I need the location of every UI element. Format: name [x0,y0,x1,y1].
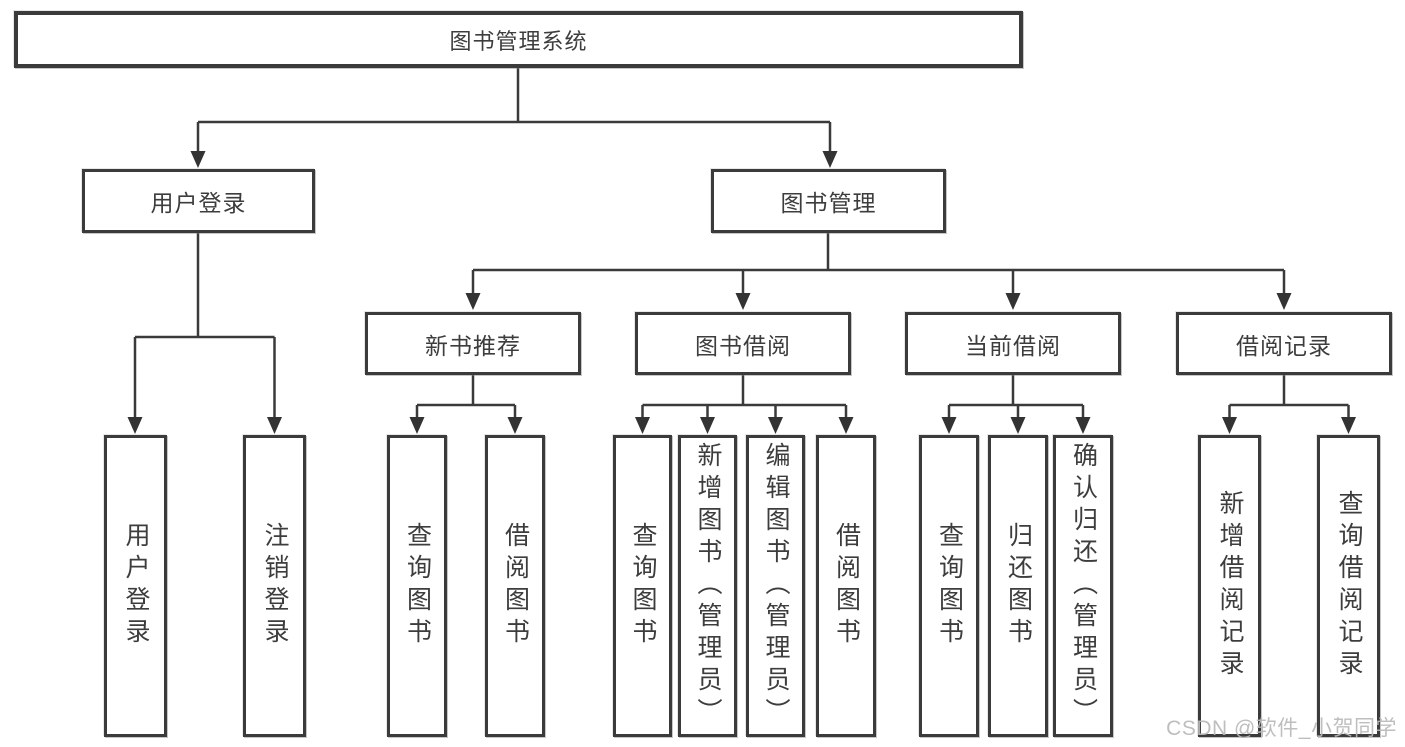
node-label: 用户登录 [150,190,247,216]
leaf-label: 查询图书 [629,522,657,650]
node-label: 新书推荐 [425,332,521,359]
leaf-return-book: 归还图书 [988,435,1048,737]
leaf-query-book: 查询图书 [387,435,447,737]
node-borrow-records: 借阅记录 [1176,312,1392,375]
leaf-label: 新增图书（管理员） [694,442,722,730]
node-new-book-recommend: 新书推荐 [365,312,581,375]
leaf-label: 查询图书 [935,522,964,650]
leaf-label: 新增借阅记录 [1216,490,1244,682]
leaf-label: 借阅图书 [832,522,861,650]
leaf-add-borrow-record: 新增借阅记录 [1198,435,1261,737]
leaf-label: 查询图书 [403,522,432,650]
leaf-confirm-return-admin: 确认归还（管理员） [1053,435,1113,737]
node-label: 图书管理 [780,190,877,216]
leaf-borrow-book-2: 借阅图书 [816,435,876,737]
node-label: 当前借阅 [965,332,1061,359]
leaf-label: 归还图书 [1004,522,1033,650]
node-book-borrowing: 图书借阅 [635,312,851,375]
leaf-label: 注销登录 [261,522,289,650]
leaf-label: 查询借阅记录 [1335,490,1363,682]
leaf-edit-book-admin: 编辑图书（管理员） [746,435,805,737]
node-label: 图书管理系统 [449,28,588,54]
leaf-add-book-admin: 新增图书（管理员） [678,435,737,737]
leaf-label: 编辑图书（管理员） [762,442,790,730]
leaf-label: 用户登录 [122,522,150,650]
leaf-query-book-3: 查询图书 [919,435,979,737]
leaf-label: 确认归还（管理员） [1069,442,1098,730]
leaf-query-borrow-record: 查询借阅记录 [1317,435,1380,737]
node-label: 图书借阅 [695,332,791,359]
node-library-management-system: 图书管理系统 [14,11,1023,68]
node-user-login: 用户登录 [82,169,315,233]
leaf-user-login: 用户登录 [104,435,167,737]
node-book-management: 图书管理 [711,169,946,233]
leaf-label: 借阅图书 [501,522,530,650]
leaf-query-book-2: 查询图书 [613,435,672,737]
node-current-borrowing: 当前借阅 [905,312,1121,375]
leaf-logout: 注销登录 [243,435,306,737]
leaf-borrow-book: 借阅图书 [485,435,545,737]
tree-branch-lines [135,68,1349,407]
csdn-watermark: CSDN @软件_小贺同学 [1166,717,1397,740]
node-label: 借阅记录 [1236,332,1332,359]
